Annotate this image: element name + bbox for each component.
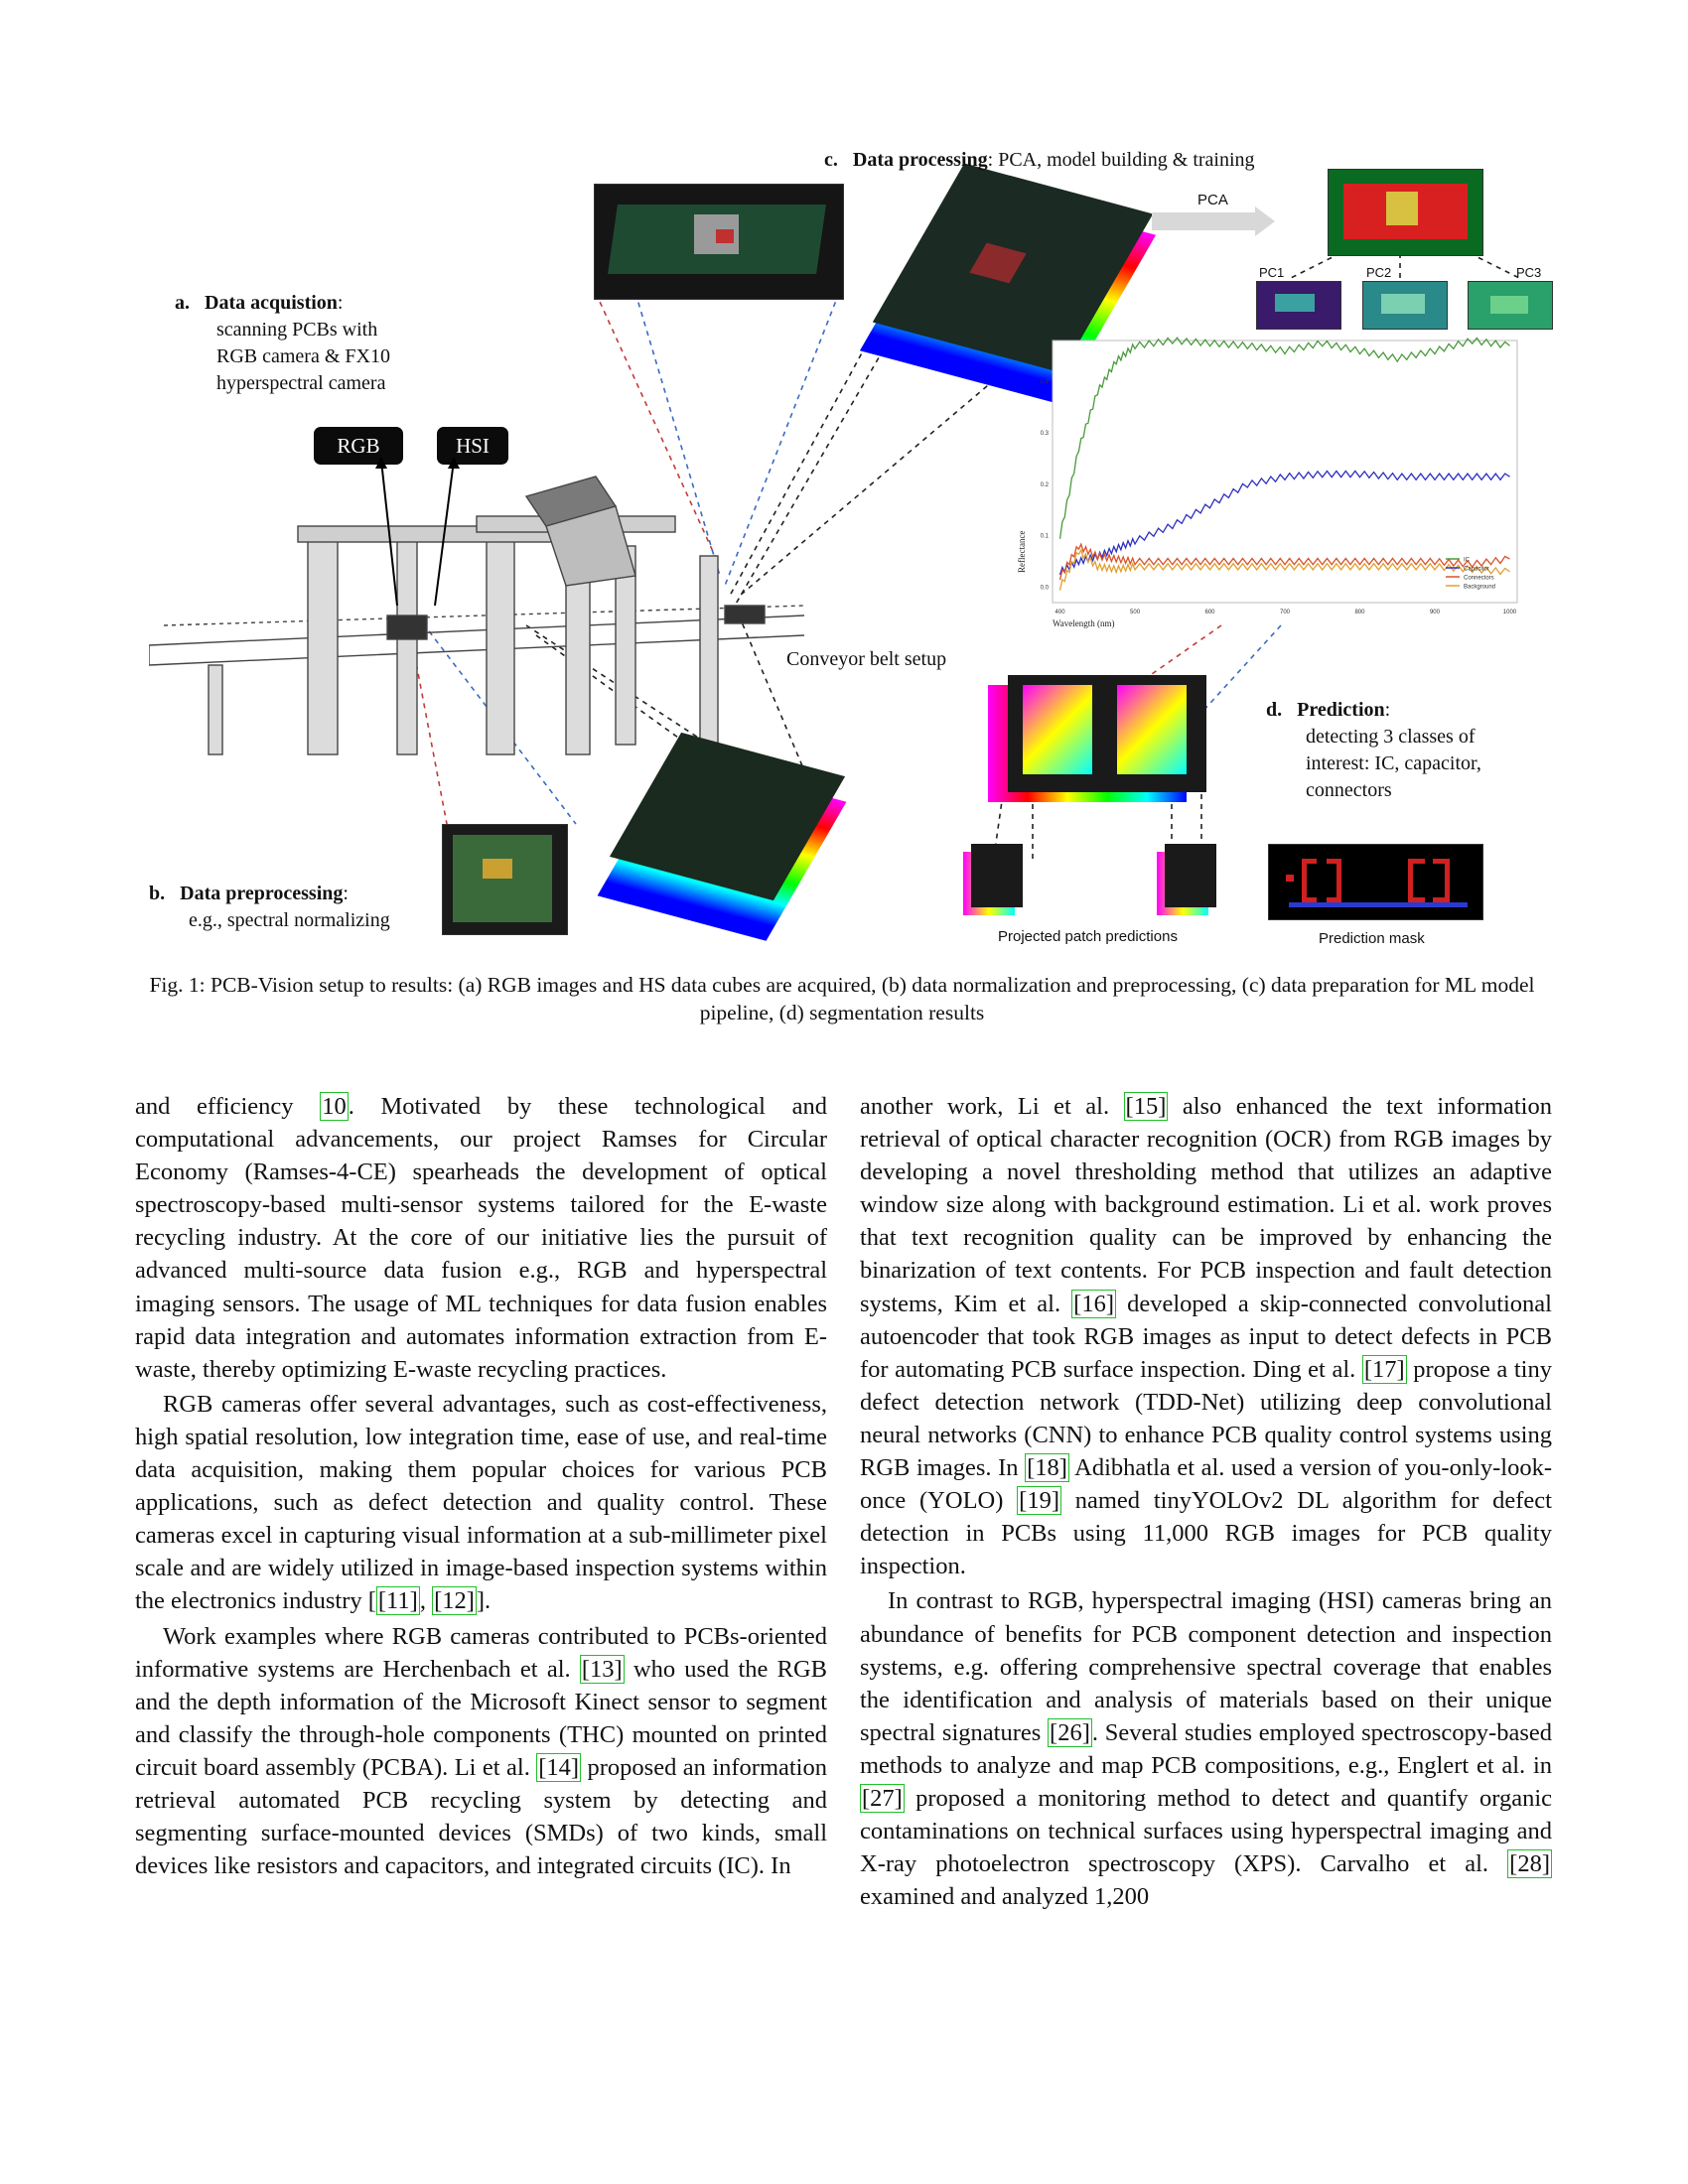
citation-link[interactable]: [19]	[1017, 1486, 1061, 1516]
pca-arrow-label: PCA	[1197, 192, 1228, 208]
legend-entry: Background	[1464, 585, 1495, 591]
pc3-image	[1468, 281, 1553, 330]
citation-link[interactable]: [12]	[432, 1586, 477, 1616]
conveyor-label: Conveyor belt setup	[786, 648, 947, 670]
citation-link[interactable]: [14]	[536, 1752, 582, 1782]
x-tick-label: 1000	[1503, 610, 1517, 615]
citation-link[interactable]: 10	[320, 1092, 349, 1121]
label-c-letter: c.	[824, 149, 838, 171]
figure: a. Data acquistion: scanning PCBs with R…	[0, 0, 1688, 963]
label-a-letter: a.	[175, 292, 190, 314]
label-data-preprocessing: b. Data preprocessing:	[149, 883, 349, 904]
pca-arrow	[1152, 206, 1275, 236]
plot-frame	[1052, 340, 1518, 604]
pc2-label: PC2	[1366, 265, 1392, 280]
prediction-mask-image	[1268, 844, 1483, 920]
label-d-line: detecting 3 classes of	[1306, 726, 1476, 748]
paragraph: In contrast to RGB, hyperspectral imagin…	[860, 1587, 1552, 1911]
pc2-image	[1362, 281, 1448, 330]
legend-entry: IC	[1464, 558, 1471, 564]
label-d-line: connectors	[1306, 779, 1392, 801]
x-tick-label: 700	[1280, 610, 1291, 615]
label-data-processing: c. Data processing: PCA, model building …	[824, 147, 1255, 174]
citation-link[interactable]: [11]	[375, 1586, 420, 1616]
conveyor-belt-setup	[149, 476, 805, 755]
rgb-badge: RGB	[314, 427, 403, 465]
label-a-lines: scanning PCBs with RGB camera & FX10 hyp…	[216, 317, 390, 397]
paragraph: and efficiency 10. Motivated by these te…	[135, 1092, 827, 1383]
body-left-column: and efficiency 10. Motivated by these te…	[135, 1090, 827, 1882]
pcb-rgb-photo	[594, 184, 844, 300]
paragraph: RGB cameras offer several advantages, su…	[135, 1390, 827, 1616]
patch-cube-2	[1157, 844, 1216, 918]
legend-entry: Capacitor	[1464, 567, 1489, 573]
series-line-connectors	[1058, 542, 1510, 581]
label-a-title: Data acquistion	[205, 292, 338, 314]
reflectance-chart: 400 500 600 700 800 900 1000 0.0 0.1 0.2 0.3 0.4Wav…	[1017, 337, 1518, 628]
y-tick-label: 0.4	[1041, 379, 1050, 385]
pc1-label: PC1	[1259, 265, 1285, 280]
paragraph: another work, Li et al. [15] also enhanc…	[860, 1092, 1553, 1580]
x-tick-label: 400	[1055, 610, 1066, 615]
citation-link[interactable]: [27]	[860, 1783, 905, 1813]
series-line-capacitor	[1058, 470, 1510, 576]
label-a-line: hyperspectral camera	[216, 372, 386, 394]
series-line-background	[1058, 548, 1510, 591]
prediction-cube	[988, 675, 1206, 804]
x-tick-label: 800	[1354, 610, 1365, 615]
projected-label: Projected patch predictions	[998, 928, 1178, 945]
label-b-line: e.g., spectral normalizing	[189, 909, 390, 931]
series-line-ic	[1058, 337, 1510, 539]
pca-result-image	[1328, 169, 1483, 256]
body-right-column: another work, Li et al. [15] also enhanc…	[860, 1090, 1552, 1913]
patch-cube-1	[963, 844, 1023, 918]
paragraph: Work examples where RGB cameras contribu…	[135, 1622, 827, 1880]
mask-label: Prediction mask	[1319, 930, 1425, 947]
y-tick-label: 0.3	[1041, 431, 1050, 437]
x-tick-label: 900	[1430, 610, 1441, 615]
label-d-letter: d.	[1266, 699, 1283, 721]
label-d-line: interest: IC, capacitor,	[1306, 752, 1481, 774]
citation-link[interactable]: [28]	[1507, 1849, 1552, 1879]
hsi-cube-bottom	[597, 732, 847, 941]
citation-link[interactable]: [18]	[1025, 1453, 1069, 1483]
label-d-title: Prediction	[1297, 699, 1385, 721]
pcb-preprocessed-photo	[442, 824, 568, 935]
hsi-badge: HSI	[437, 427, 508, 465]
citation-link[interactable]: [16]	[1071, 1289, 1116, 1318]
label-prediction: d. Prediction:	[1266, 699, 1391, 721]
label-b-title: Data preprocessing	[180, 883, 344, 904]
y-axis-label: Reflectance	[1017, 531, 1027, 573]
x-tick-label: 500	[1130, 610, 1141, 615]
y-tick-label: 0.2	[1041, 482, 1050, 488]
citation-link[interactable]: [26]	[1048, 1717, 1092, 1747]
citation-link[interactable]: [17]	[1361, 1354, 1407, 1384]
label-c-title: Data processing	[852, 149, 988, 171]
camera-arrows	[375, 457, 460, 607]
legend-entry: Connectors	[1464, 576, 1494, 582]
label-a-line: RGB camera & FX10	[216, 345, 390, 367]
citation-link[interactable]: [13]	[579, 1654, 625, 1684]
y-tick-label: 0.0	[1041, 585, 1050, 591]
label-b-letter: b.	[149, 883, 166, 904]
pc1-image	[1256, 281, 1341, 330]
citation-link[interactable]: [15]	[1123, 1092, 1169, 1121]
pc3-label: PC3	[1516, 265, 1542, 280]
label-c-rest: : PCA, model building & training	[987, 149, 1255, 171]
figure-caption: Fig. 1: PCB-Vision setup to results: (a)…	[149, 973, 1535, 1024]
label-data-acquisition: a. Data acquistion:	[175, 292, 344, 314]
label-a-line: scanning PCBs with	[216, 319, 378, 341]
label-d-lines: detecting 3 classes of interest: IC, cap…	[1306, 724, 1481, 804]
x-tick-label: 600	[1205, 610, 1216, 615]
x-axis-label: Wavelength (nm)	[1053, 618, 1115, 628]
y-tick-label: 0.1	[1041, 534, 1050, 540]
